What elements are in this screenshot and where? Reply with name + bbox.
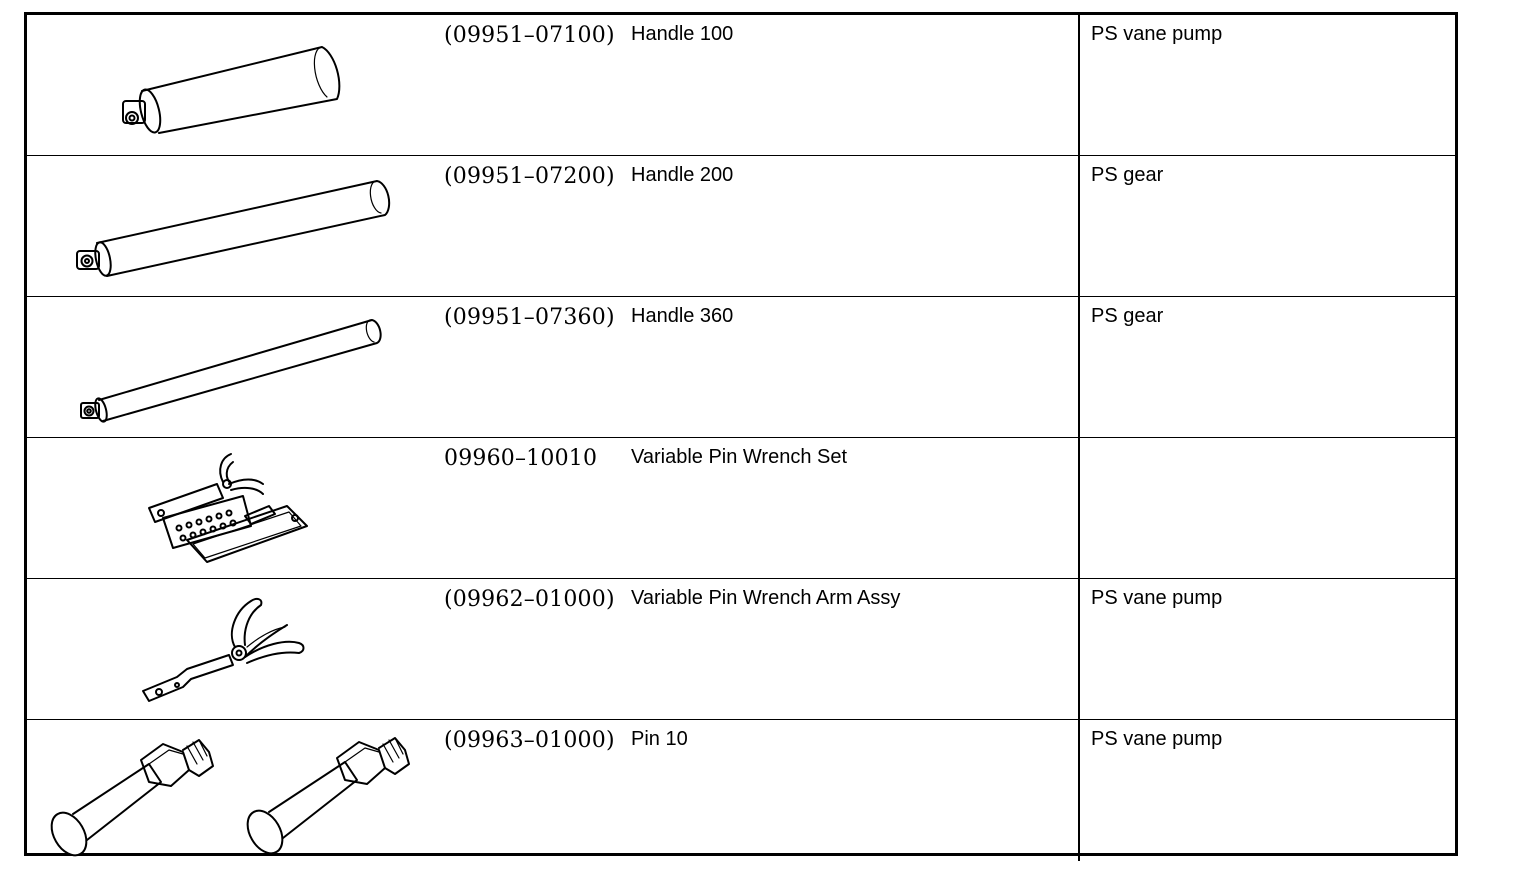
column-divider [1078, 720, 1080, 861]
part-name: Handle 200 [631, 164, 734, 186]
usage-label: PS vane pump [1091, 728, 1223, 750]
table-row: (09951–07200) Handle 200 PS gear [27, 156, 1455, 297]
part-number: (09951–07360) [444, 305, 615, 330]
column-divider [1078, 297, 1080, 437]
handle-200-icon [37, 158, 437, 294]
table-row: (09963–01000) Pin 10 PS vane pump [27, 720, 1455, 861]
part-name: Variable Pin Wrench Set [631, 446, 848, 468]
handle-100-icon [37, 17, 437, 153]
part-number: (09951–07100) [444, 23, 615, 48]
table-row: (09962–01000) Variable Pin Wrench Arm As… [27, 579, 1455, 720]
column-divider [1078, 156, 1080, 296]
part-number: (09962–01000) [444, 587, 615, 612]
usage-label: PS gear [1091, 305, 1164, 327]
pin-wrench-set-icon [37, 440, 437, 576]
handle-360-icon [37, 299, 437, 435]
part-name: Handle 100 [631, 23, 734, 45]
part-name: Handle 360 [631, 305, 734, 327]
column-divider [1078, 579, 1080, 719]
pin-wrench-arm-icon [37, 581, 437, 717]
table-row: (09951–07100) Handle 100 PS vane pump [27, 15, 1455, 156]
part-number: (09963–01000) [444, 728, 615, 753]
part-number: (09951–07200) [444, 164, 615, 189]
usage-label: PS vane pump [1091, 23, 1223, 45]
usage-label: PS vane pump [1091, 587, 1223, 609]
column-divider [1078, 15, 1080, 155]
table-row: (09951–07360) Handle 360 PS gear [27, 297, 1455, 438]
part-name: Pin 10 [631, 728, 688, 750]
part-number: 09960–10010 [444, 446, 598, 471]
column-divider [1078, 438, 1080, 578]
pin-10-icon [37, 722, 437, 858]
usage-label: PS gear [1091, 164, 1164, 186]
table-row: 09960–10010 Variable Pin Wrench Set [27, 438, 1455, 579]
special-tools-table: (09951–07100) Handle 100 PS vane pump (0… [24, 12, 1458, 861]
part-name: Variable Pin Wrench Arm Assy [631, 587, 901, 609]
